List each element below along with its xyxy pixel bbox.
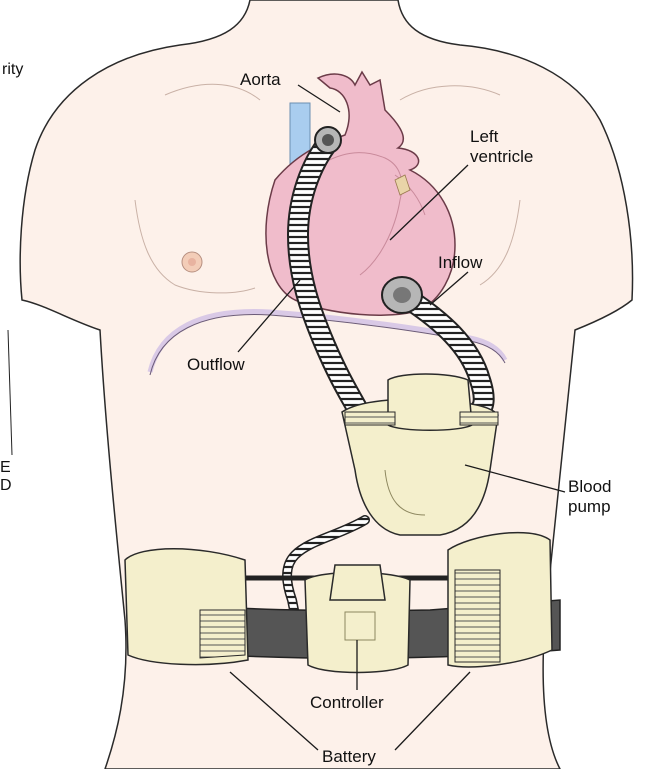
label-left-ventricle-line2: ventricle	[470, 147, 533, 166]
label-aorta: Aorta	[240, 70, 281, 89]
label-blood-pump-line2: pump	[568, 497, 611, 516]
label-blood-pump-line1: Blood	[568, 477, 611, 496]
label-controller: Controller	[310, 693, 384, 712]
battery-left	[125, 549, 248, 665]
battery-right	[448, 533, 552, 667]
label-battery: Battery	[322, 747, 376, 766]
label-inflow: Inflow	[438, 253, 483, 272]
edge-fragment-mid1: E	[0, 459, 11, 476]
edge-fragment-top: rity	[2, 61, 23, 78]
nipple-left	[182, 252, 202, 272]
edge-fragment-mid2: D	[0, 477, 12, 494]
label-outflow: Outflow	[187, 355, 245, 374]
label-left-ventricle-line1: Left	[470, 127, 499, 146]
